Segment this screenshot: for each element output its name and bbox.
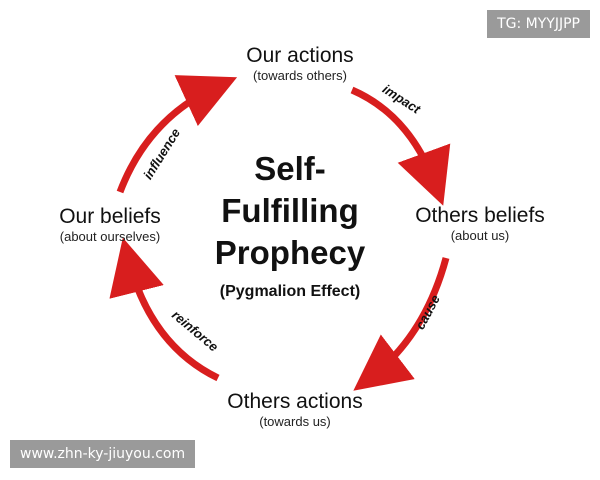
arrow-cause xyxy=(353,257,450,391)
node-our-beliefs-label: Our beliefs xyxy=(59,205,161,228)
diagram-title: Self- Fulfilling Prophecy xyxy=(180,148,400,274)
node-others-actions: Others actions (towards us) xyxy=(185,390,405,430)
diagram-subtitle: (Pygmalion Effect) xyxy=(219,283,361,300)
node-others-actions-sublabel: (towards us) xyxy=(259,414,331,429)
watermark-site: www.zhn-ky-jiuyou.com xyxy=(10,440,196,468)
node-others-beliefs-sublabel: (about us) xyxy=(450,228,510,243)
node-our-actions-label: Our actions xyxy=(246,44,354,67)
node-our-beliefs: Our beliefs (about ourselves) xyxy=(25,205,195,245)
node-our-beliefs-sublabel: (about ourselves) xyxy=(59,229,161,244)
watermark-tg: TG: MYYJJPP xyxy=(487,10,590,38)
arrow-reinforce xyxy=(109,237,220,382)
node-others-beliefs: Others beliefs (about us) xyxy=(395,204,565,244)
arrow-label-influence: influence xyxy=(140,126,183,182)
node-our-actions-sublabel: (towards others) xyxy=(253,68,347,83)
title-line-2: Fulfilling xyxy=(221,192,359,229)
arrow-label-cause: cause xyxy=(412,292,443,332)
arrow-impact xyxy=(350,86,451,206)
arrow-influence xyxy=(116,75,238,194)
node-our-actions: Our actions (towards others) xyxy=(190,44,410,84)
title-line-3: Prophecy xyxy=(214,234,366,271)
node-others-actions-label: Others actions xyxy=(227,390,363,413)
node-others-beliefs-label: Others beliefs xyxy=(415,204,545,227)
title-line-1: Self- xyxy=(254,150,326,187)
